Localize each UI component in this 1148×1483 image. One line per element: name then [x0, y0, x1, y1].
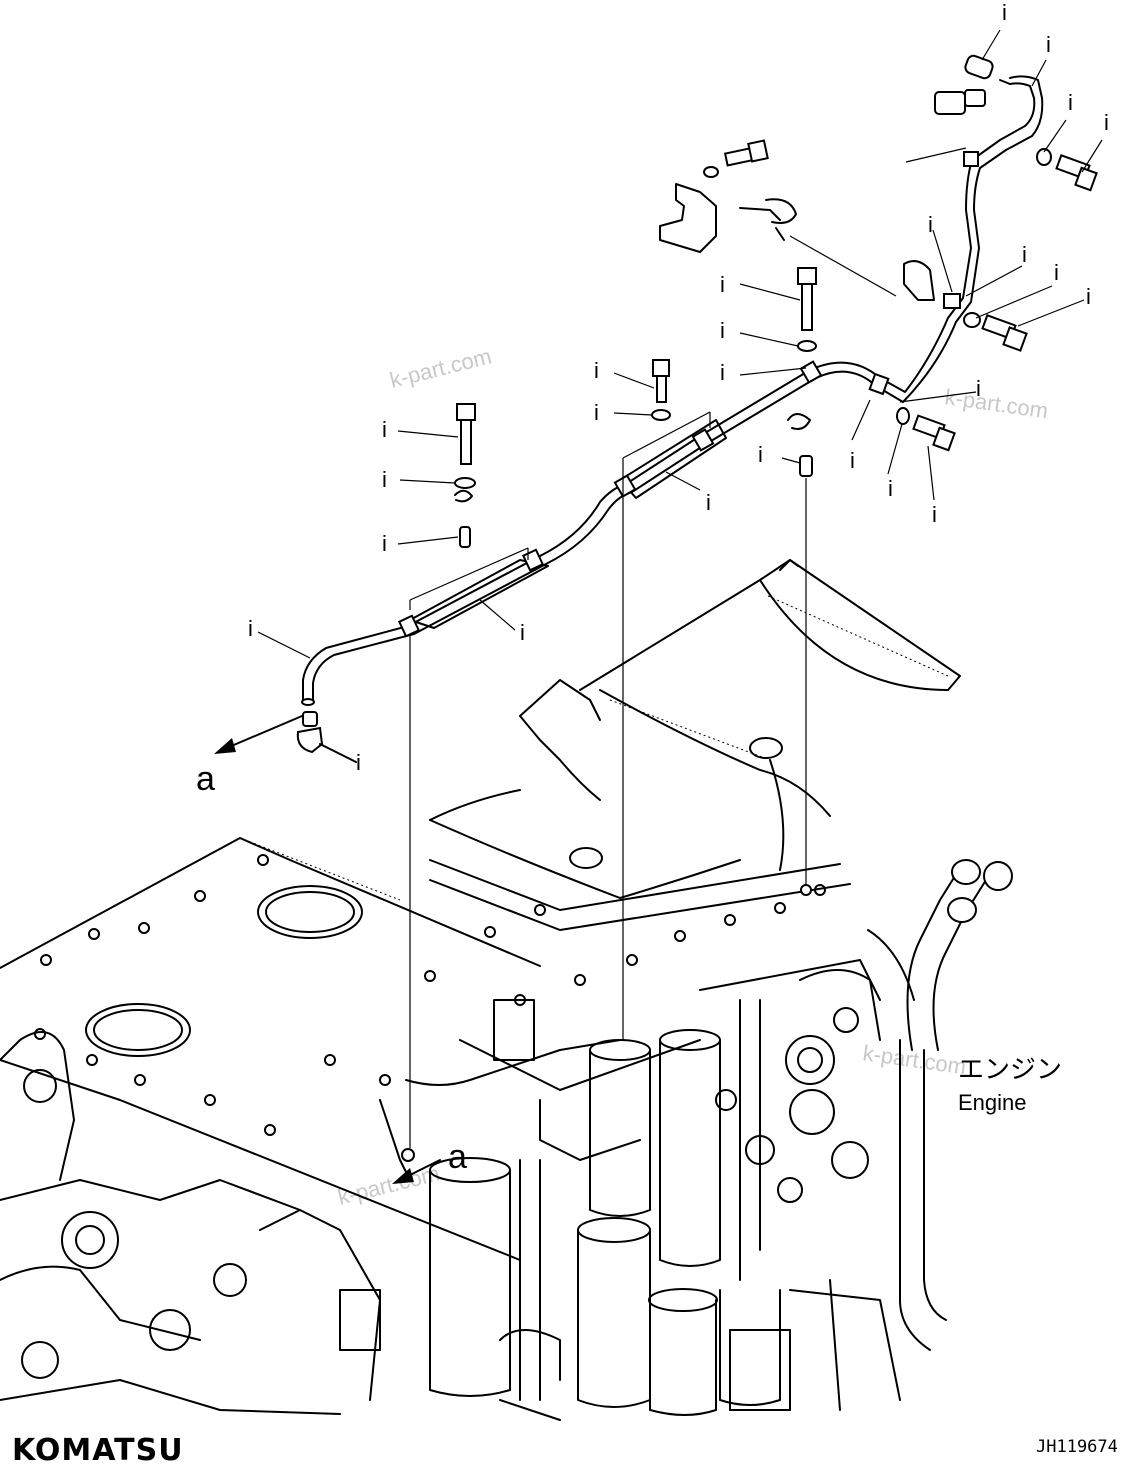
engine-label-jp: エンジン [958, 1055, 1062, 1085]
bolt-lower-right [896, 407, 956, 452]
view-label: a [448, 1138, 467, 1176]
callout-label: i [976, 376, 981, 401]
callout-label: i [888, 476, 893, 501]
bolt-mid-right [963, 312, 1028, 352]
fitting-top-right [934, 54, 1011, 115]
callout-label: i [1086, 284, 1091, 309]
elbow-fitting [296, 711, 357, 763]
callout-label: i [594, 358, 599, 383]
tube-assembly [301, 75, 1044, 706]
brand-logo: KOMATSU [12, 1433, 184, 1468]
engine-block [0, 559, 1013, 1421]
view-arrow-a-top: a [196, 715, 303, 798]
callout-label: i [1002, 0, 1007, 25]
callout-label: i [1022, 242, 1027, 267]
leader-lines [257, 29, 1103, 659]
callout-label: i [720, 272, 725, 297]
bolt-upper-right [1036, 148, 1098, 192]
callout-label: i [932, 502, 937, 527]
callout-label: i [248, 616, 253, 641]
callout-label: i [1068, 90, 1073, 115]
callout-label: i [594, 400, 599, 425]
install-lines [409, 411, 807, 1148]
watermarks: k-part.com k-part.com k-part.com k-part.… [335, 343, 1050, 1209]
clamp-band [397, 151, 979, 638]
callout-label: i [1104, 110, 1109, 135]
callout-label: i [520, 620, 525, 645]
watermark: k-part.com [387, 343, 494, 392]
callout-label: i [382, 417, 387, 442]
watermark: k-part.com [943, 384, 1049, 423]
callout-label: i [1054, 260, 1059, 285]
drawing-code: JH119674 [1036, 1437, 1118, 1457]
bolt-stack-left [454, 403, 476, 548]
cover-bolts [34, 854, 826, 1136]
callouts: i i i i i i i i i i i i i i i i i i i i … [248, 0, 1109, 775]
callout-label: i [382, 467, 387, 492]
callout-label: i [1046, 32, 1051, 57]
engine-label-en: Engine [958, 1090, 1027, 1115]
fuel-filters [429, 1029, 781, 1416]
callout-label: i [928, 212, 933, 237]
callout-label: i [720, 318, 725, 343]
bolt-stack-middle [651, 359, 671, 421]
bracket-top [659, 183, 935, 301]
watermark: k-part.com [861, 1040, 967, 1079]
view-label: a [196, 760, 215, 798]
callout-label: i [706, 490, 711, 515]
bolt-top-center [703, 139, 769, 178]
bolt-stack-right [787, 267, 817, 477]
callout-label: i [382, 531, 387, 556]
callout-label: i [356, 750, 361, 775]
callout-label: i [720, 360, 725, 385]
callout-label: i [758, 442, 763, 467]
view-arrow-a-bottom: a [392, 1138, 467, 1184]
callout-label: i [850, 448, 855, 473]
